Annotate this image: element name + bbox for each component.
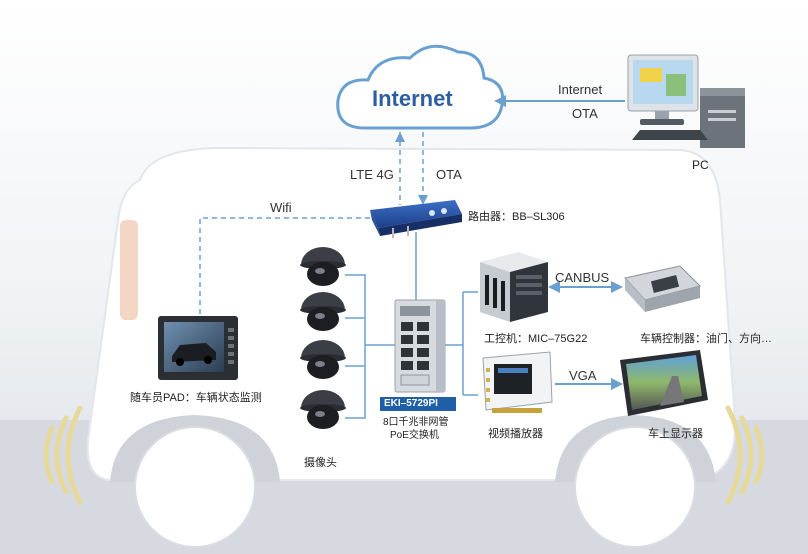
vcu-label: 车辆控制器：油门、方向… [640, 333, 772, 345]
video-player-icon [482, 351, 553, 413]
vga-label: VGA [569, 368, 597, 383]
display-label: 车上显示器 [648, 428, 703, 440]
pad-icon [158, 316, 238, 380]
dashed-links [199, 132, 424, 315]
wiring [345, 232, 478, 419]
sensor-waves-left [43, 405, 83, 505]
ipc-icon [480, 252, 548, 322]
pc-internet-arrow [494, 95, 625, 107]
router-icon [370, 200, 462, 238]
camera-label: 摄像头 [304, 457, 337, 469]
lte-label: LTE 4G [350, 167, 394, 182]
wheel-right [555, 415, 716, 548]
switch-icon [394, 299, 446, 393]
ota-label: OTA [436, 167, 462, 182]
sensor-waves-right [725, 405, 765, 505]
vga-arrow [555, 378, 623, 390]
pc-internet-label: Internet [558, 82, 603, 97]
link-arrows [395, 132, 428, 205]
router-label: 路由器：BB–SL306 [468, 211, 565, 223]
canbus-label: CANBUS [555, 270, 610, 285]
pad-label: 随车员PAD：车辆状态监测 [130, 392, 262, 404]
pc-label: PC [692, 158, 709, 172]
player-label: 视频播放器 [488, 428, 543, 440]
canbus-arrow [548, 281, 623, 293]
switch-model-badge [380, 397, 456, 411]
wifi-label: Wifi [270, 200, 292, 215]
wheel-left [110, 415, 280, 548]
switch-desc-line1: 8口千兆非网管 [383, 417, 449, 428]
cloud-label: Internet [372, 86, 453, 111]
switch-desc-line2: PoE交换机 [390, 430, 439, 441]
switch-model-label: EKI–5729PI [384, 398, 438, 409]
vehicle-controller-icon [624, 265, 701, 312]
ipc-label: 工控机：MIC–75G22 [484, 333, 588, 345]
camera-icons [300, 247, 346, 429]
pc-ota-label: OTA [572, 106, 598, 121]
display-icon [620, 350, 708, 416]
pc-icon [627, 54, 745, 148]
